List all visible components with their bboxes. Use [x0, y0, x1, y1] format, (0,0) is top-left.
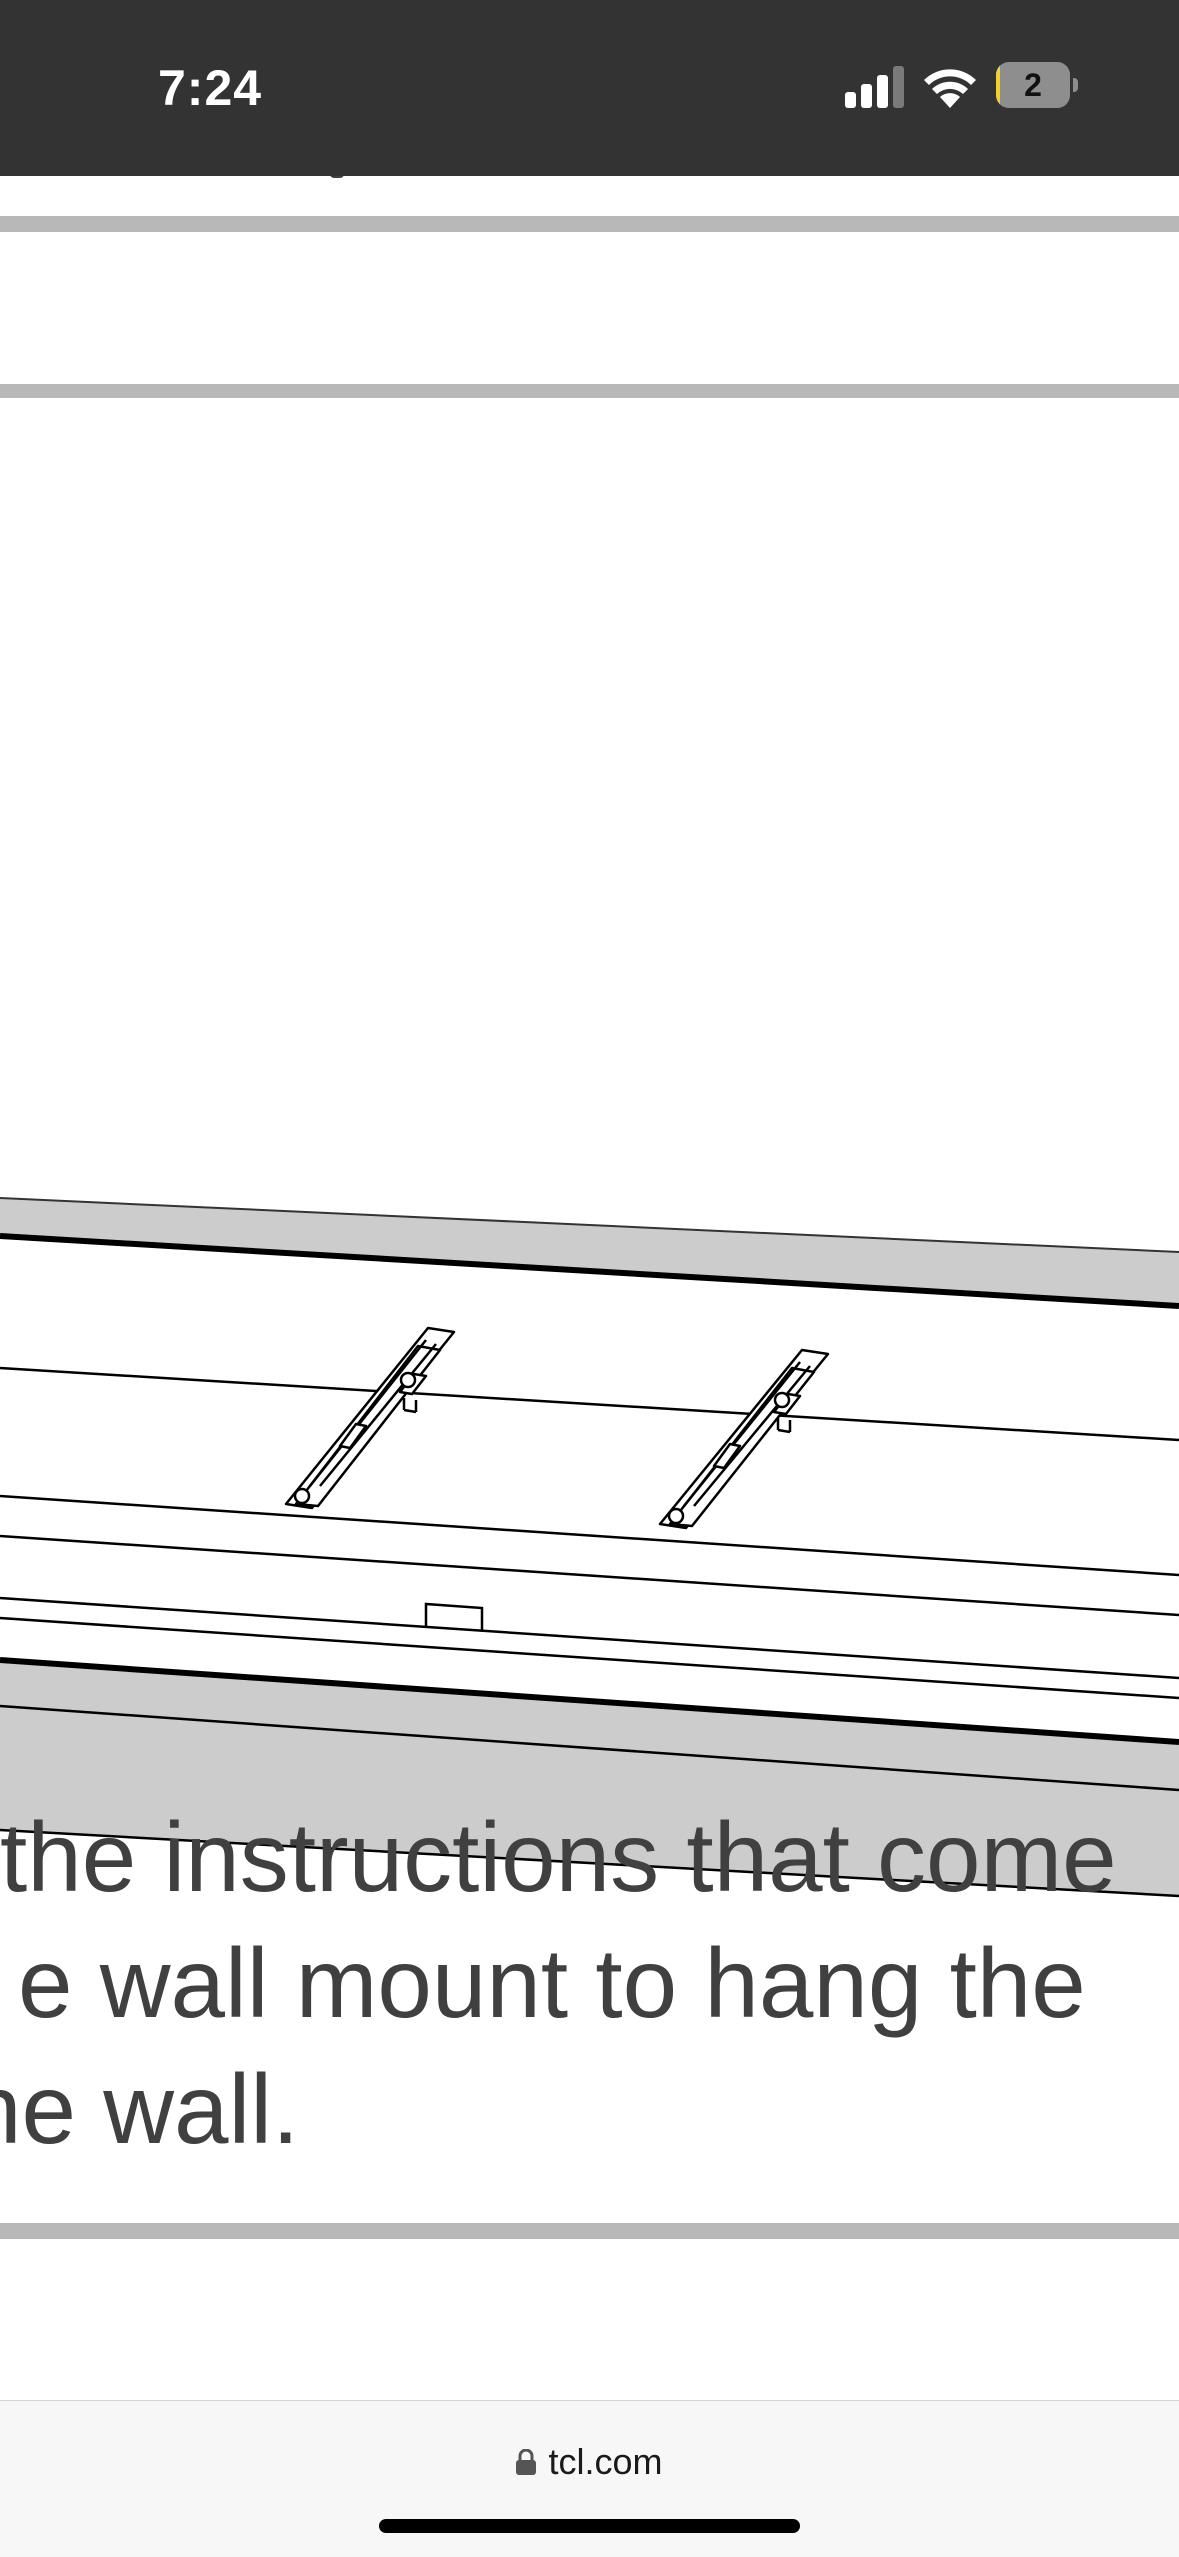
- clipped-heading-fragment: [330, 176, 344, 178]
- url-text[interactable]: tcl.com: [548, 2441, 663, 2482]
- cellular-signal-icon: [845, 66, 904, 108]
- status-bar: 7:24 2: [0, 0, 1179, 176]
- battery-icon: 2: [996, 62, 1080, 108]
- browser-address-bar[interactable]: tcl.com: [0, 2400, 1179, 2557]
- instruction-line-1: the instructions that come: [0, 1802, 1117, 1912]
- battery-level: 2: [1024, 67, 1042, 103]
- instruction-line-3: he wall.: [0, 2054, 300, 2164]
- section-divider-upper: [0, 384, 1179, 398]
- section-divider-top: [0, 216, 1179, 232]
- mount-bracket-2: [658, 1348, 830, 1530]
- wifi-icon: [924, 69, 976, 108]
- battery-inner: [1000, 62, 1070, 108]
- battery-fill: [996, 62, 1000, 108]
- section-divider-bottom: [0, 2223, 1179, 2239]
- mount-bracket-1: [284, 1326, 456, 1510]
- instruction-line-2: e wall mount to hang the: [18, 1928, 1086, 2038]
- instruction-text: the instructions that come e wall mount …: [0, 1794, 1179, 2172]
- home-indicator[interactable]: [379, 2519, 800, 2533]
- battery-nub: [1073, 78, 1078, 92]
- battery-shell: 2: [996, 62, 1070, 108]
- lock-icon: [516, 2449, 537, 2475]
- status-time: 7:24: [158, 60, 263, 116]
- tv-wall-mount-illustration: [0, 1197, 1179, 1898]
- web-content[interactable]: the instructions that come e wall mount …: [0, 176, 1179, 2400]
- url-display[interactable]: tcl.com: [0, 2437, 1179, 2487]
